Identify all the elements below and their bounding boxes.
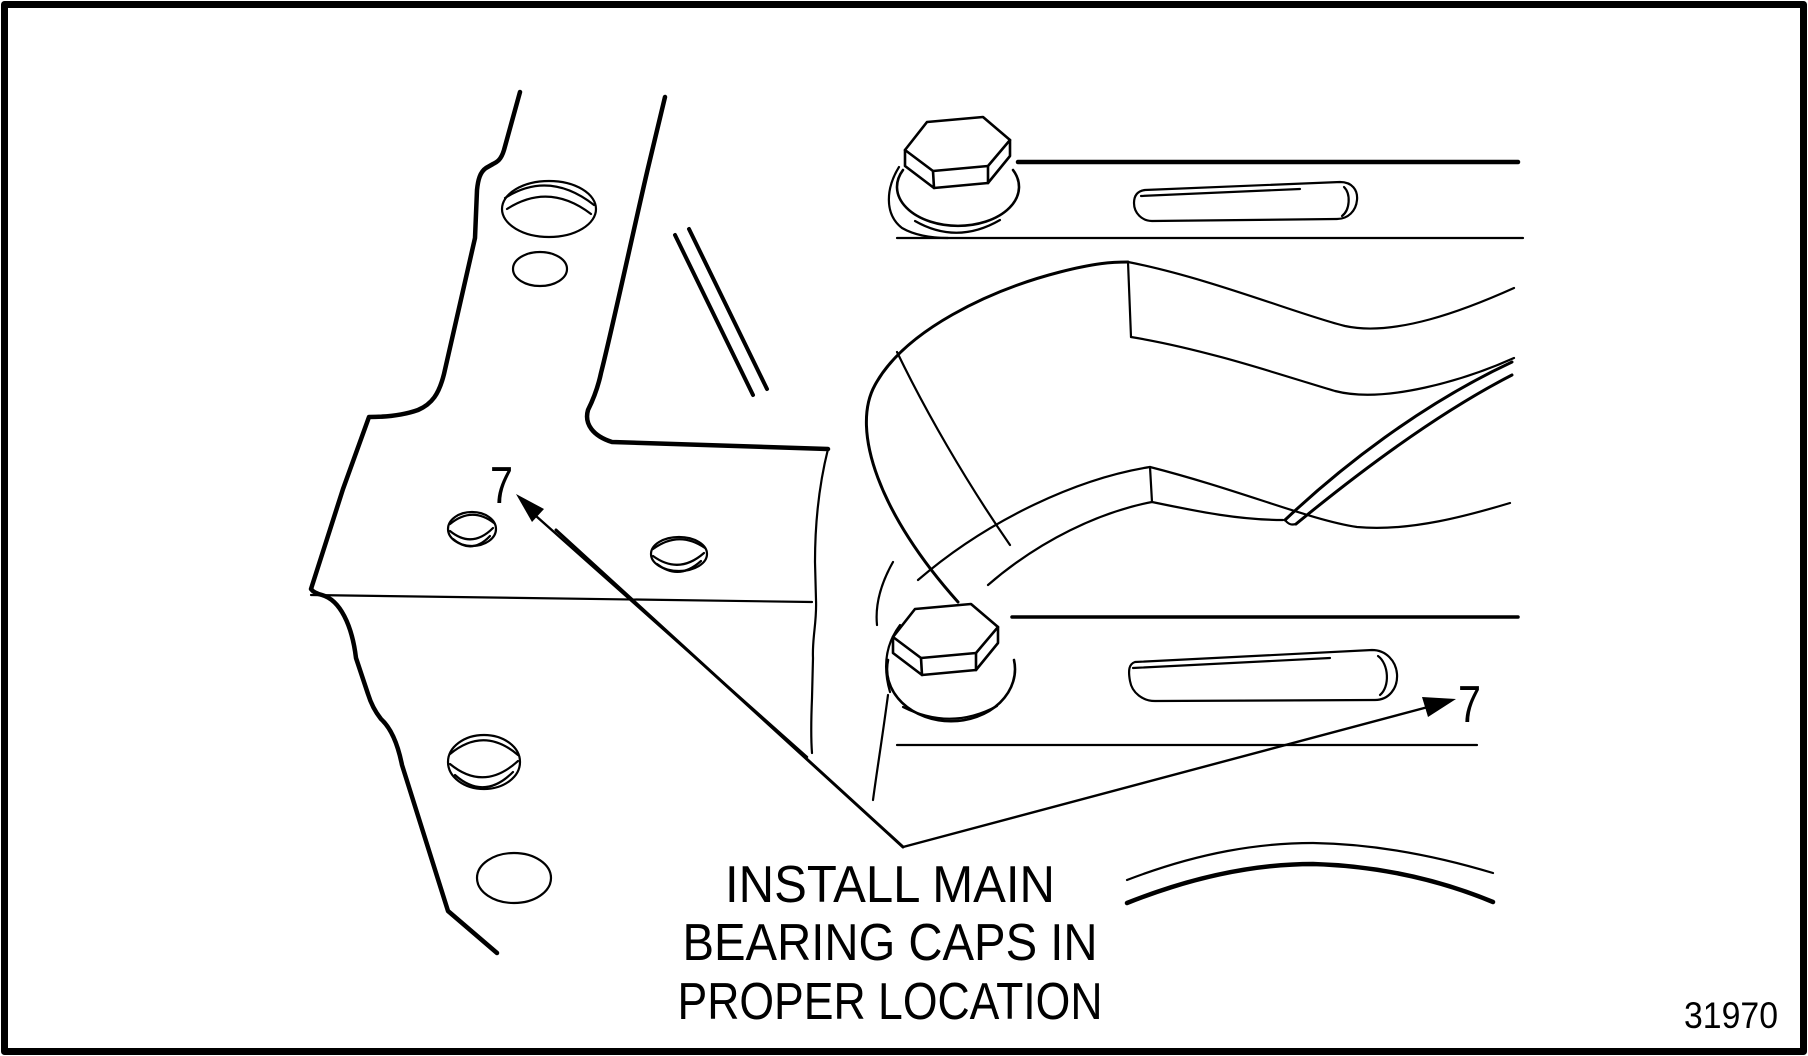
bearing-shell-edge [1283,360,1514,526]
block-left-profile-line [308,89,523,956]
block-rib-edge-line [584,94,831,452]
bolt-washer [885,658,1017,723]
lower-journal-bore-arcs [1124,841,1496,906]
bolt-washer-rim [901,704,999,720]
arrowhead-icon [1422,697,1456,717]
callout-label: 7 [490,457,513,515]
figure-caption: INSTALL MAIN BEARING CAPS IN PROPER LOCA… [678,856,1103,1031]
caption-line: PROPER LOCATION [678,973,1103,1031]
bolt-washer-rim [913,218,1002,234]
block-bore-hole [500,179,598,239]
cap-bolt [885,602,1017,723]
block-deck-edge-line [309,593,814,604]
block-bore-hole-chamfer [505,195,593,216]
block-bore-hole-chamfer [503,184,596,207]
block-face-edge-line [810,447,830,755]
cap-slot [1132,180,1359,223]
threaded-hole [446,733,522,791]
cap-end-line [871,693,890,802]
caption-line: INSTALL MAIN [725,856,1055,914]
leader-line [534,514,809,759]
arrowhead-icon [516,494,544,522]
callout-label: 7 [1458,676,1481,734]
cap-slot [1127,648,1399,703]
callout-right: 7 [901,676,1481,849]
cap-bolt [895,115,1021,234]
lower-bearing-cap [871,560,1520,802]
block-chamfer-line [673,233,755,397]
block-chamfer-line [687,227,769,391]
leader-line [901,705,1430,849]
cap-end-line [875,560,895,627]
caption-line: BEARING CAPS IN [683,914,1098,972]
upper-bearing-cap [887,115,1525,240]
cap-end-line [887,165,950,240]
threaded-hole [649,535,709,573]
callout-left: 7 [490,457,809,759]
threaded-hole [446,510,498,548]
engine-block [308,89,905,956]
bolt-washer [895,168,1021,228]
block-small-hole [511,250,569,288]
bearing-saddle-arches [864,260,1516,604]
plain-hole [475,851,553,905]
cap-end-line [885,623,902,694]
figure-number: 31970 [1684,995,1778,1036]
